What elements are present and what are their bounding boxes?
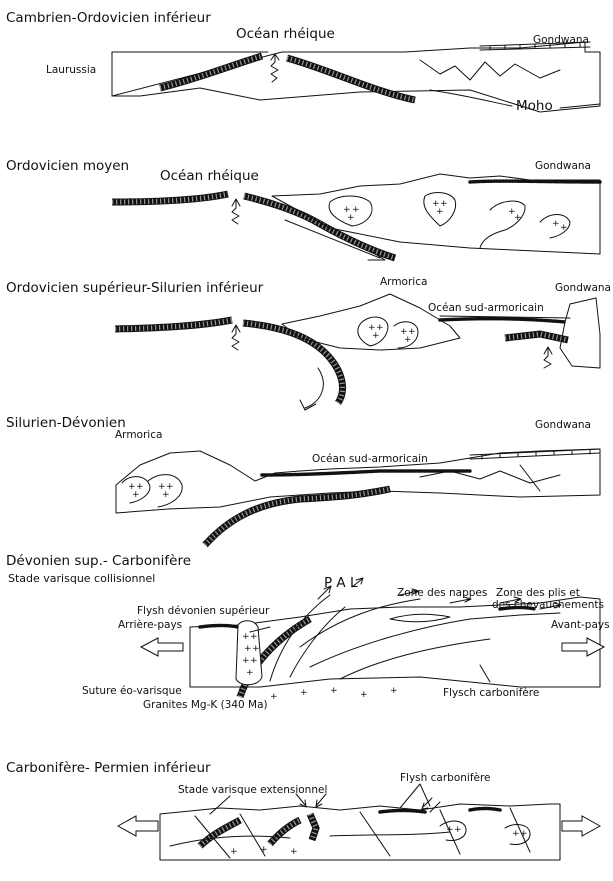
svg-text:+: +	[514, 213, 522, 223]
label-zone-nappes: Zone des nappes	[397, 587, 487, 599]
label-flysch-carbonifere: Flysch carbonifère	[443, 687, 539, 699]
label-avant-pays: Avant-pays	[551, 619, 610, 631]
svg-text:+: +	[552, 219, 560, 229]
svg-text:+: +	[270, 692, 278, 702]
label-gondwana: Gondwana	[535, 419, 591, 431]
label-flysh-carbonifere: Flysh carbonifère	[400, 772, 491, 784]
svg-text:+: +	[250, 656, 258, 666]
label-suture: Suture éo-varisque	[82, 685, 182, 697]
svg-text:+: +	[347, 213, 355, 223]
svg-text:+: +	[252, 644, 260, 654]
cross-section-6: ++ ++ +++	[0, 756, 613, 881]
svg-text:+: +	[132, 490, 140, 500]
cross-section-5: ++ ++ ++ + ++ ++ +	[0, 547, 613, 747]
svg-text:+: +	[436, 207, 444, 217]
svg-text:+: +	[242, 632, 250, 642]
label-armorica: Armorica	[380, 276, 427, 288]
stage-carbonifere-permien: Carbonifère- Permien inférieur ++ ++ +++	[0, 756, 613, 881]
label-gondwana: Gondwana	[535, 160, 591, 172]
svg-text:+: +	[244, 644, 252, 654]
stage-cambrien-ordovicien: Cambrien-Ordovicien inférieur Laurussia …	[0, 0, 613, 125]
label-pal: P A L	[324, 577, 357, 589]
svg-text:+: +	[162, 490, 170, 500]
stage-ordovicien-moyen: Ordovicien moyen +++ +++ ++ ++ Océan rhé…	[0, 150, 613, 265]
label-ocean-rheique: Océan rhéique	[160, 170, 259, 182]
svg-text:+: +	[390, 686, 398, 696]
label-ocean-sud-armoricain: Océan sud-armoricain	[428, 302, 544, 314]
svg-text:+: +	[446, 825, 454, 835]
label-ocean-sud-armoricain: Océan sud-armoricain	[312, 453, 428, 465]
label-laurussia: Laurussia	[46, 64, 96, 76]
svg-text:+: +	[300, 688, 308, 698]
label-zone-chevauchements: des chevauchements	[492, 599, 604, 611]
label-flysh-devonien: Flysh dévonien supérieur	[137, 605, 269, 617]
label-stade-extensionnel: Stade varisque extensionnel	[178, 784, 327, 796]
cross-section-2: +++ +++ ++ ++	[0, 150, 613, 265]
label-gondwana: Gondwana	[533, 34, 589, 46]
stage-silurien-devonien: Silurien-Dévonien +++ +++ Armorica Océan…	[0, 405, 613, 545]
svg-text:+: +	[560, 223, 568, 233]
label-moho: Moho	[516, 100, 553, 112]
cross-section-4: +++ +++	[0, 405, 613, 545]
stage-devonien-carbonifere: Dévonien sup.- Carbonifère Stade varisqu…	[0, 547, 613, 747]
label-granites: Granites Mg-K (340 Ma)	[143, 699, 268, 711]
label-armorica: Armorica	[115, 429, 162, 441]
svg-text:+: +	[454, 825, 462, 835]
label-ocean-rheique: Océan rhéique	[236, 28, 335, 40]
stage-ordovicien-silurien: Ordovicien supérieur-Silurien inférieur …	[0, 268, 613, 403]
svg-text:+: +	[512, 829, 520, 839]
svg-text:+: +	[404, 335, 412, 345]
label-zone-plis: Zone des plis et	[496, 587, 580, 599]
svg-text:+: +	[260, 845, 268, 855]
svg-text:+: +	[372, 331, 380, 341]
svg-text:+: +	[230, 847, 238, 857]
svg-text:+: +	[520, 829, 528, 839]
label-gondwana: Gondwana	[555, 282, 611, 294]
label-arriere-pays: Arrière-pays	[118, 619, 182, 631]
svg-text:+: +	[246, 668, 254, 678]
svg-text:+: +	[330, 686, 338, 696]
svg-text:+: +	[290, 847, 298, 857]
svg-text:+: +	[250, 632, 258, 642]
cross-section-3: +++ +++	[0, 268, 613, 403]
svg-text:+: +	[242, 656, 250, 666]
svg-text:+: +	[360, 690, 368, 700]
